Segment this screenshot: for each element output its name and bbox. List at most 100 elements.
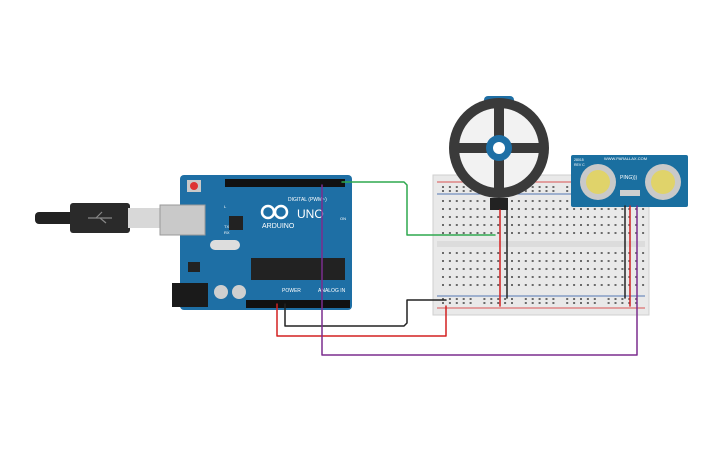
breadboard-hole (483, 284, 486, 286)
breadboard-hole (552, 298, 555, 300)
breadboard-hole (504, 260, 507, 262)
breadboard-hole (559, 260, 562, 262)
breadboard-hole (600, 224, 603, 226)
breadboard-hole (462, 224, 465, 226)
servo-motor[interactable] (449, 96, 549, 210)
wires[interactable] (276, 181, 638, 356)
breadboard-hole (586, 208, 589, 210)
breadboard-hole (524, 224, 527, 226)
wire-purple-ping[interactable] (321, 184, 638, 356)
breadboard-hole (511, 208, 513, 210)
breadboard-hole (559, 276, 562, 278)
breadboard-hole (483, 302, 486, 304)
breadboard-hole (600, 232, 603, 234)
servo-horn (486, 135, 512, 161)
breadboard-hole (511, 302, 513, 304)
breadboard-hole (462, 284, 465, 286)
breadboard-hole (538, 284, 541, 286)
breadboard-hole (580, 252, 582, 254)
breadboard-hole (552, 268, 555, 270)
breadboard-hole (504, 302, 507, 304)
breadboard-hole (538, 200, 541, 202)
breadboard-hole (469, 268, 472, 270)
breadboard-hole (566, 276, 569, 278)
breadboard-hole (448, 268, 451, 270)
breadboard-hole (517, 260, 520, 262)
breadboard-hole (552, 224, 555, 226)
breadboard-hole (455, 276, 458, 278)
breadboard-hole (614, 276, 617, 278)
breadboard-hole (621, 216, 624, 218)
breadboard-hole (511, 268, 513, 270)
wire-green-signal[interactable] (341, 181, 496, 236)
breadboard-hole (593, 252, 596, 254)
breadboard-hole (621, 302, 624, 304)
breadboard-hole (552, 186, 555, 188)
breadboard-hole (442, 208, 444, 210)
breadboard-hole (566, 208, 569, 210)
breadboard-hole (531, 216, 534, 218)
breadboard-hole (573, 284, 576, 286)
breadboard-hole (511, 252, 513, 254)
breadboard-hole (504, 216, 507, 218)
breadboard-center-channel (437, 241, 645, 247)
breadboard-hole (524, 298, 527, 300)
breadboard-hole (469, 216, 472, 218)
breadboard-hole (504, 284, 507, 286)
breadboard-hole (600, 284, 603, 286)
breadboard-hole (573, 252, 576, 254)
power-header-label: POWER (282, 288, 301, 294)
ultrasonic-sensor[interactable]: WWW.PARALLAX.COM 28015 REV C PING))) (571, 155, 688, 207)
breadboard-hole (635, 208, 638, 210)
wire-red-5v[interactable] (276, 303, 447, 337)
usb-cable[interactable] (35, 203, 160, 233)
breadboard-hole (614, 232, 617, 234)
digital-header[interactable] (225, 179, 345, 187)
usb-port (159, 204, 206, 236)
breadboard-hole (517, 284, 520, 286)
breadboard-hole (552, 260, 555, 262)
breadboard-hole (483, 298, 486, 300)
breadboard-hole (483, 200, 486, 202)
breadboard-hole (448, 276, 451, 278)
breadboard-hole (573, 232, 576, 234)
breadboard-hole (524, 216, 527, 218)
breadboard-hole (448, 208, 451, 210)
breadboard-hole (586, 252, 589, 254)
breadboard-hole (614, 216, 617, 218)
breadboard-hole (524, 276, 527, 278)
power-analog-header[interactable] (246, 300, 350, 308)
breadboard-hole (462, 298, 465, 300)
breadboard-hole (476, 232, 479, 234)
breadboard-hole (476, 276, 479, 278)
breadboard-hole (593, 298, 596, 300)
breadboard-hole (531, 284, 534, 286)
reset-button[interactable] (190, 182, 198, 190)
breadboard-hole (483, 268, 486, 270)
breadboard-hole (455, 186, 458, 188)
breadboard-hole (455, 302, 458, 304)
breadboard-hole (545, 252, 548, 254)
breadboard-hole (511, 260, 513, 262)
breadboard-hole (524, 208, 527, 210)
breadboard-hole (476, 200, 479, 202)
breadboard-hole (538, 224, 541, 226)
breadboard-hole (524, 260, 527, 262)
arduino-board[interactable]: DIGITAL (PWM~) POWER ANALOG IN ARDUINO U… (159, 175, 352, 310)
breadboard-hole (600, 208, 603, 210)
breadboard-hole (476, 224, 479, 226)
wire-black-gnd[interactable] (284, 299, 447, 327)
breadboard-hole (448, 302, 451, 304)
breadboard-hole (490, 284, 493, 286)
breadboard-hole (586, 302, 589, 304)
sensor-brand: WWW.PARALLAX.COM (604, 156, 647, 161)
breadboard-hole (455, 268, 458, 270)
breadboard-hole (566, 216, 569, 218)
breadboard-hole (593, 216, 596, 218)
breadboard-hole (538, 302, 541, 304)
breadboard-hole (455, 224, 458, 226)
breadboard-hole (504, 252, 507, 254)
breadboard-hole (448, 252, 451, 254)
sensor-pin-header[interactable] (620, 190, 640, 196)
